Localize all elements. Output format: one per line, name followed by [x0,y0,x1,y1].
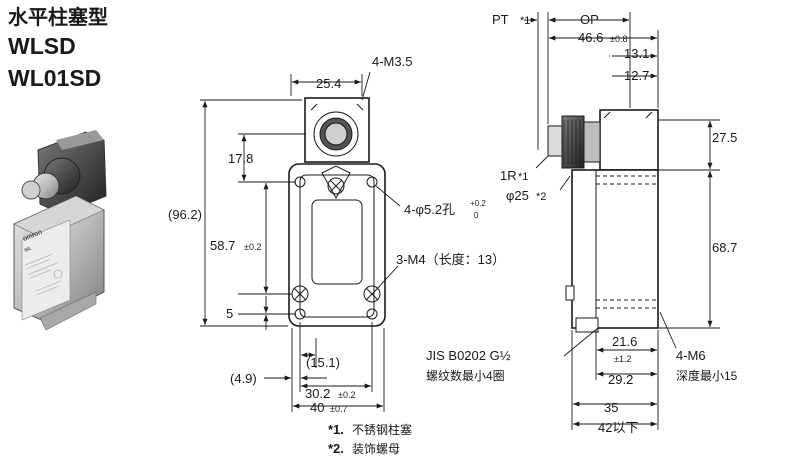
note-1-mark: *1. [328,422,344,437]
product-photo: omron WL [13,130,107,331]
dim-pt: PT [492,12,509,27]
jis-thread-note: 螺纹数最小4圈 [426,368,505,383]
title-model-wlsd: WLSD [8,33,76,59]
dim-4-9: (4.9) [230,371,257,386]
jis-label: JIS B0202 G½ [426,348,511,363]
dim-46-6-tol: ±0.8 [610,34,627,44]
title-model-wl01sd: WL01SD [8,65,102,91]
dim-1r: 1R [500,168,517,183]
dim-21-6: 21.6 [612,334,637,349]
dim-hole-tol-zero: 0 [474,211,479,220]
dim-42: 42以下 [598,420,638,435]
dim-op: OP [580,12,599,27]
dim-13-1: 13.1 [624,46,649,61]
title-cn: 水平柱塞型 [8,5,108,29]
dim-30-2-tol: ±0.2 [338,390,355,400]
dim-17-8: 17.8 [228,151,253,166]
side-main-body [571,169,659,329]
dim-35: 35 [604,400,618,415]
side-view [524,12,720,430]
dim-hole: 4-φ5.2孔 [404,202,455,217]
dim-5: 5 [226,306,233,321]
dim-40: 40 [310,400,324,415]
notes: *1. 不锈钢柱塞 *2. 装饰螺母 [328,422,412,456]
side-head-block [599,109,659,171]
dim-46-6: 46.6 [578,30,603,45]
note-1-text: 不锈钢柱塞 [352,422,412,437]
dim-58-7: 58.7 [210,238,235,253]
dim-40-tol: ±0.7 [330,404,347,414]
dim-phi25-star: *2 [536,191,546,203]
dim-12-7: 12.7 [624,68,649,83]
dim-hole-tol-plus: +0.2 [470,199,486,208]
dim-4-m6: 4-M6 [676,348,706,363]
dim-96-2: (96.2) [168,207,202,222]
front-main-body [288,163,386,327]
note-2-text: 装饰螺母 [352,442,400,456]
dim-4-m3-5: 4-M3.5 [372,54,412,69]
dim-29-2: 29.2 [608,372,633,387]
dim-58-7-tol: ±0.2 [244,242,261,252]
photo-label-text: WL [24,245,33,253]
note-2-mark: *2. [328,441,344,456]
title-block: 水平柱塞型 WLSD WL01SD [8,4,108,94]
front-view [200,71,401,412]
dim-1r-star: *1 [518,171,528,183]
dim-30-2: 30.2 [305,386,330,401]
dim-15-1: (15.1) [306,355,340,370]
dim-68-7: 68.7 [712,240,737,255]
dim-21-6-tol: ±1.2 [614,354,631,364]
dim-4-m6-depth: 深度最小15 [676,368,738,383]
dim-27-5: 27.5 [712,130,737,145]
side-decorative-nut [561,115,585,169]
dim-3-m4: 3-M4（长度：13） [396,252,505,267]
dim-25-4: 25.4 [316,76,341,91]
dim-phi25: φ25 [506,188,529,203]
dim-pt-star: *1 [520,15,530,27]
